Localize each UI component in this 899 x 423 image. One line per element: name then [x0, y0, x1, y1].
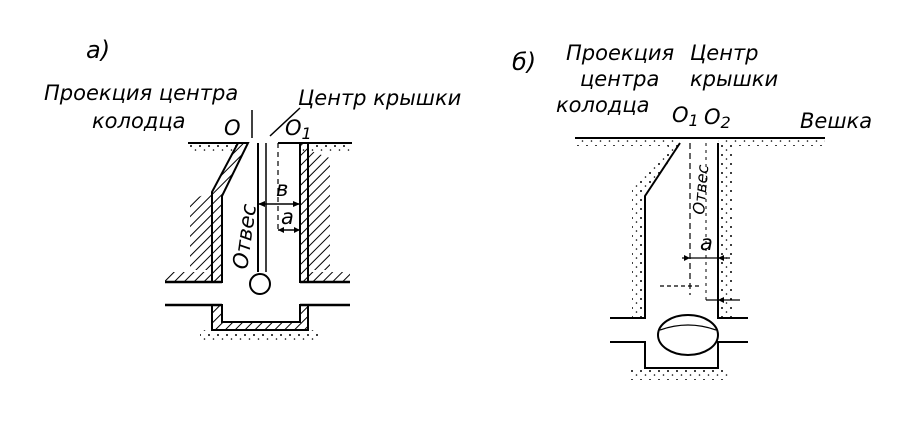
panel-b-lid-label-line1: Центр — [690, 41, 759, 65]
panel-a-dim-a-arrows — [278, 227, 300, 233]
panel-a-point-o1: O1 — [285, 116, 312, 143]
panel-a-pipe-right-hatch — [308, 272, 350, 282]
panel-a-right-soil — [308, 150, 330, 270]
panel-a-dim-b: в — [276, 177, 288, 201]
panel-a-plumb-bob — [249, 273, 271, 295]
panel-b-offset-arrow — [718, 297, 724, 303]
panel-b-pipe-inner — [659, 324, 717, 331]
panel-b-point-o1: O1 — [672, 103, 699, 130]
panel-b-projection-label-line3: колодца — [556, 93, 650, 117]
panel-a-ground-hatch-left — [188, 143, 238, 151]
panel-a-dim-a: а — [281, 205, 294, 229]
panel-a-bottom-tray — [211, 304, 309, 331]
panel-a-projection-label-line1: Проекция центра — [44, 81, 238, 105]
panel-a-pipe-left-hatch — [165, 272, 215, 282]
panel-b-point-o2: O2 — [704, 105, 731, 132]
panel-b-pipe-opening — [657, 314, 719, 356]
panel-b-soil-right — [718, 146, 732, 318]
panel-a-tag: а) — [86, 36, 110, 64]
panel-b-ground-left — [575, 138, 680, 146]
panel-a-bottom-soil — [200, 330, 320, 342]
panel-a-point-o: O — [224, 116, 241, 140]
panel-b-lid-label-line2: крышки — [690, 67, 778, 91]
panel-a: а) Проекция центра колодца Центр крышки … — [44, 36, 461, 342]
panel-a-lid-center-label: Центр крышки — [298, 86, 461, 110]
panel-a-right-wall — [299, 142, 309, 283]
panel-b-dim-a: а — [700, 231, 713, 255]
panel-a-projection-label-line2: колодца — [92, 109, 186, 133]
panel-b: б) Проекция центра колодца Центр крышки … — [512, 41, 872, 380]
panel-b-projection-label-line1: Проекция — [566, 41, 674, 65]
panel-b-ground-right — [718, 138, 825, 146]
panel-b-plumb-label: Отвес — [689, 164, 712, 216]
panel-a-left-soil — [190, 192, 212, 270]
panel-a-leader-lid — [269, 107, 301, 137]
panel-a-plumb-label: Отвес — [228, 202, 261, 271]
panel-b-soil-left — [632, 146, 680, 318]
panel-b-soil-bottom — [630, 368, 730, 380]
panel-b-projection-label-line2: центра — [580, 67, 659, 91]
panel-b-stake-label: Вешка — [800, 109, 872, 133]
panel-a-ground-hatch-right — [300, 143, 352, 151]
panel-b-tag: б) — [512, 48, 536, 76]
